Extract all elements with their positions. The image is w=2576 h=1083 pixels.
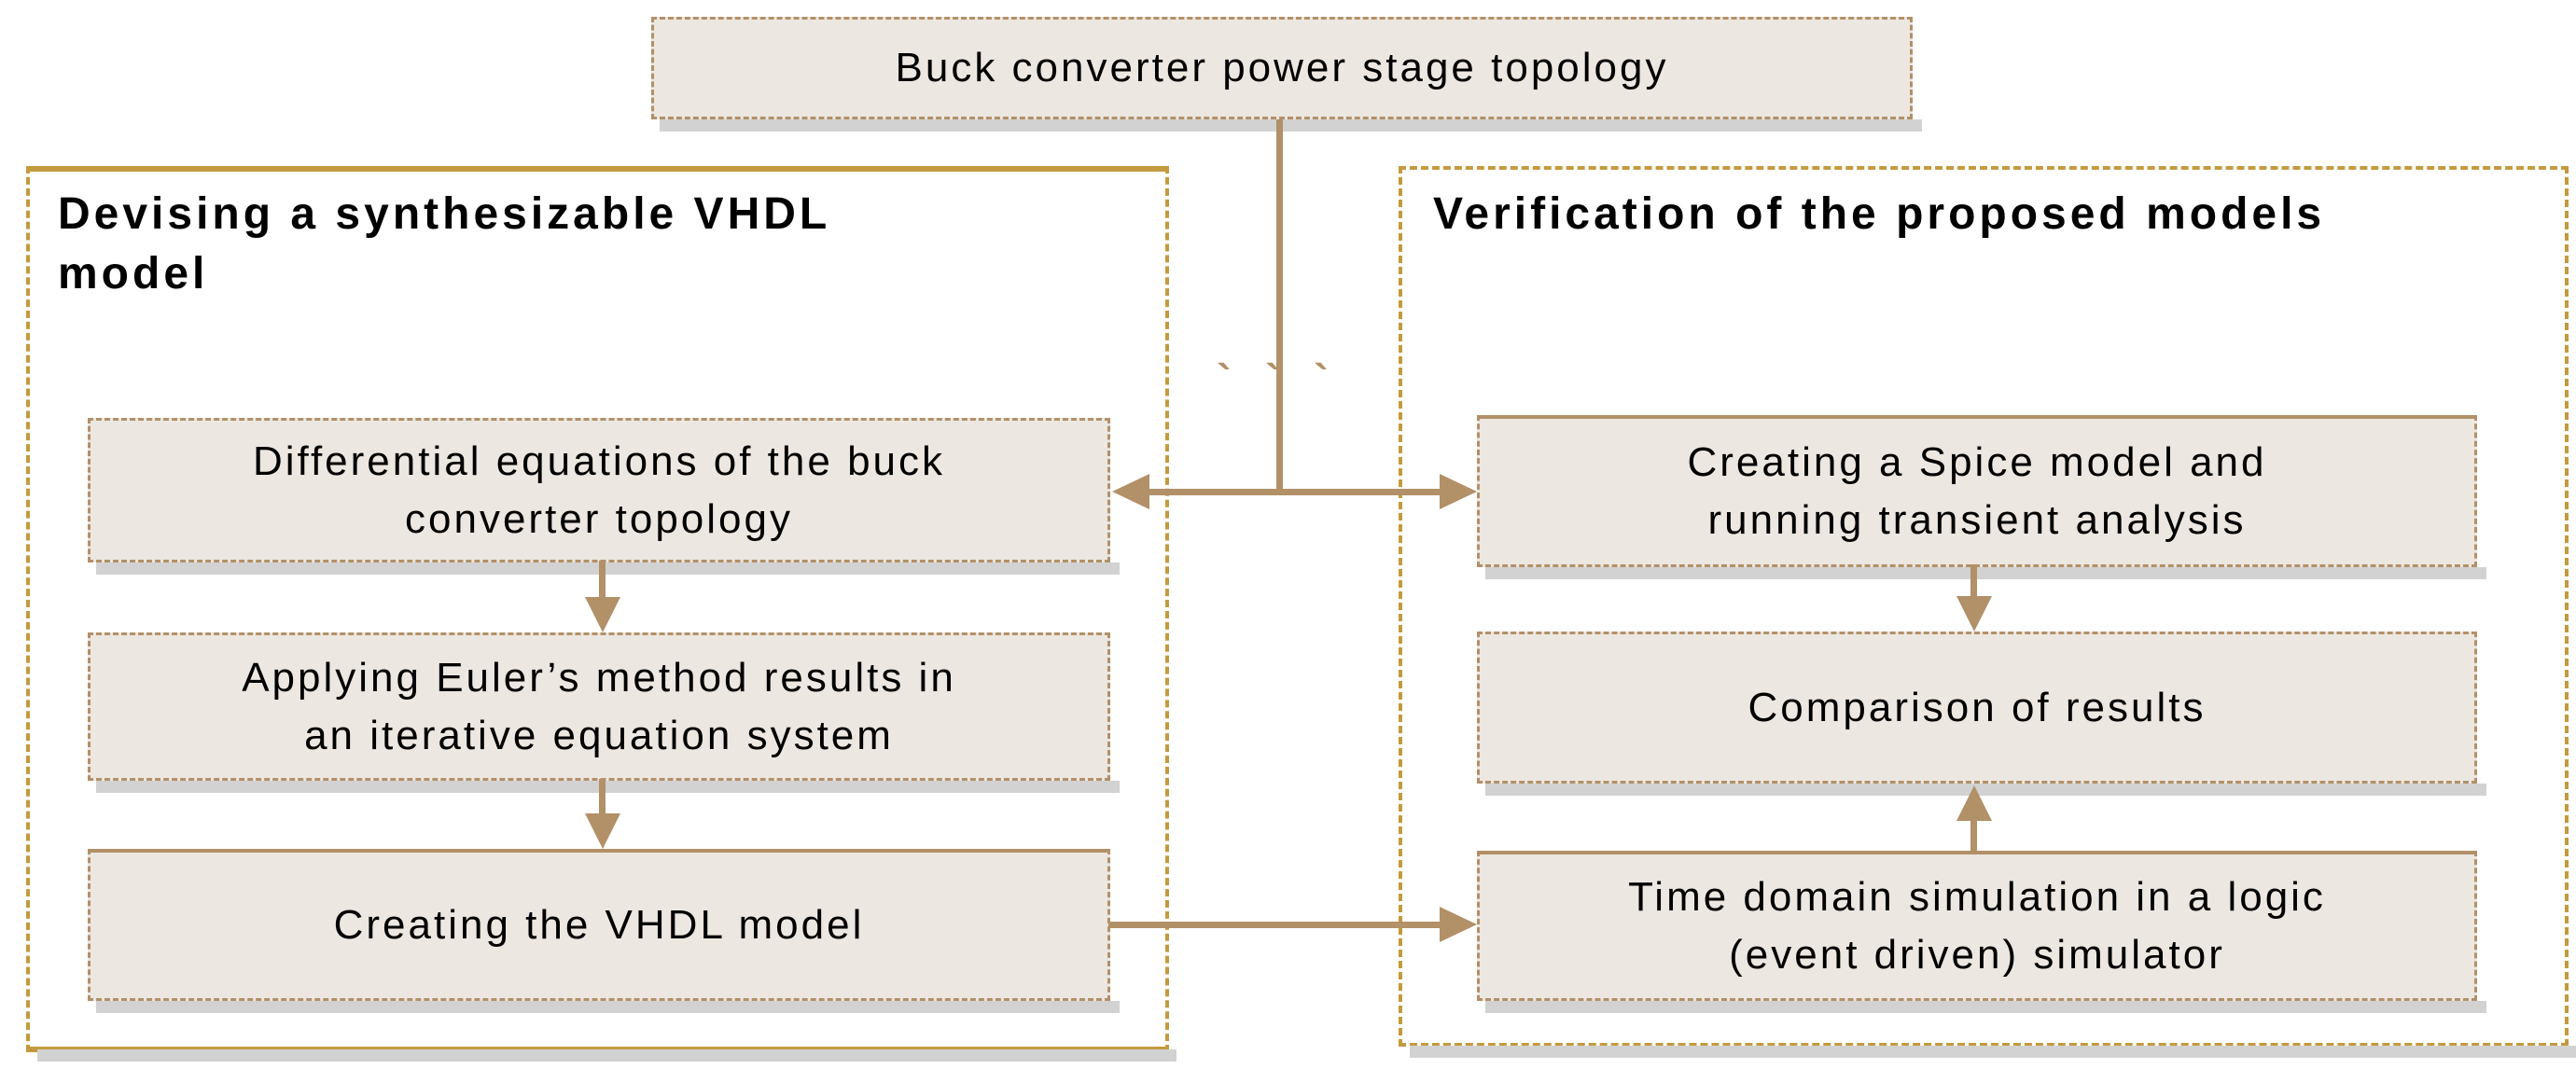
connector-top-vertical-line [1276,119,1283,492]
branch-arrowhead-left-icon [1112,474,1149,509]
arrow-timedomain-to-comparison-head-icon [1956,785,1992,821]
left-section-container [26,166,1177,1062]
node-time-domain-simulation: Time domain simulation in a logic(event … [1477,851,2486,1013]
arrow-spice-to-comparison-stem [1970,564,1977,597]
arrow-diff-to-euler-stem [599,561,606,598]
arrow-diff-to-euler-head-icon [585,597,620,632]
node-comparison-of-results: Comparison of results [1477,632,2486,796]
arrow-vhdl-to-timedomain-stem [1108,922,1440,928]
right-section-container [1399,166,2576,1058]
node-creating-vhdl-model: Creating the VHDL model [88,849,1120,1013]
node-buck-converter-topology: Buck converter power stage topology [651,17,1922,132]
arrow-euler-to-vhdl-stem [599,779,606,814]
arrow-spice-to-comparison-head-icon [1956,596,1992,632]
arrow-timedomain-to-comparison-stem [1970,819,1977,851]
arrow-vhdl-to-timedomain-head-icon [1440,907,1477,942]
branch-arrow-stem [1148,489,1441,495]
arrow-euler-to-vhdl-head-icon [585,813,620,849]
branch-arrowhead-right-icon [1440,474,1477,509]
connector-tick-marks: ` ` ` [1217,355,1340,404]
right-section-title: Verification of the proposed models [1433,189,2326,239]
